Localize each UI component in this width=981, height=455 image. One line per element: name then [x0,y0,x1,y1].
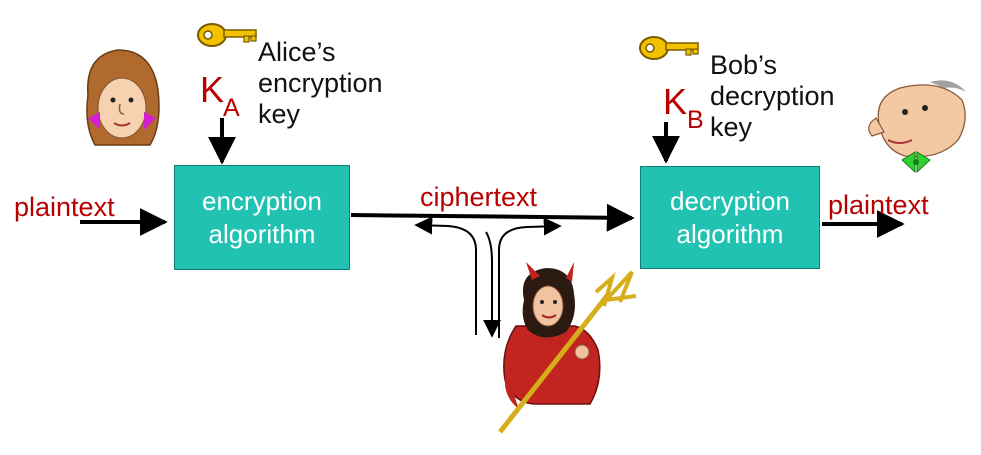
bob-portrait [868,80,966,174]
bob-key-symbol: K [663,81,688,122]
bob-key-label: Bob’s decryption key [710,50,835,143]
trudy-devil-figure [498,262,637,434]
decryption-algorithm-box: decryption algorithm [640,166,820,269]
intercept-arrow-right [498,217,562,338]
alice-key-label: Alice’s encryption key [258,37,383,130]
intercept-arrow-left [414,216,477,335]
alice-key-symbol: K [200,69,225,110]
intercept-arrow-left-down [483,231,501,338]
alice-portrait [86,49,160,146]
bob-key-icon [639,36,699,60]
ciphertext-label: ciphertext [420,182,538,212]
decryption-box-line1: decryption [670,186,790,216]
encryption-box-line1: encryption [202,186,322,216]
encryption-box-line2: algorithm [208,218,316,249]
ciphertext-arrow [350,203,635,232]
encryption-algorithm-box: encryption algorithm [174,165,350,270]
plaintext-in-label: plaintext [14,192,115,222]
bob-key-subscript: B [687,106,704,134]
alice-key-icon [197,23,257,47]
alice-key-subscript: A [223,94,240,122]
decryption-box-line2: algorithm [676,218,784,249]
plaintext-out-label: plaintext [828,190,929,220]
